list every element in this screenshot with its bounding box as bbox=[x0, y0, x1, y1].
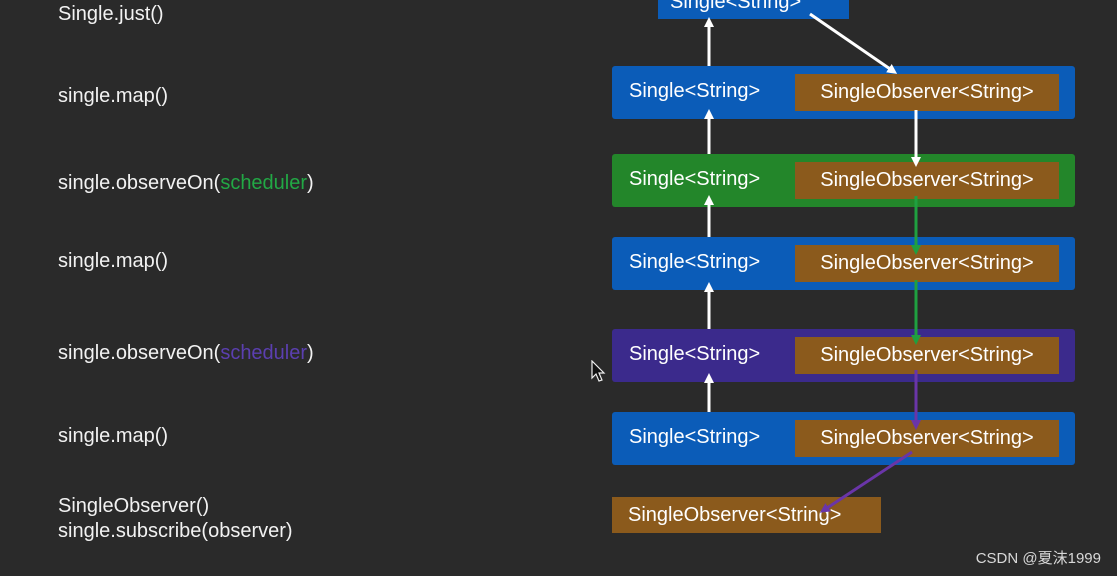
observer-box: SingleObserver<String> bbox=[795, 420, 1059, 457]
row-map-3: Single<String> SingleObserver<String> bbox=[612, 412, 1075, 465]
final-observer-box: SingleObserver<String> bbox=[612, 497, 881, 533]
single-label: Single<String> bbox=[629, 426, 761, 448]
top-single-box: Single<String> bbox=[658, 0, 849, 19]
single-label: Single<String> bbox=[629, 251, 761, 273]
observer-box: SingleObserver<String> bbox=[795, 74, 1059, 111]
row-map-2: Single<String> SingleObserver<String> bbox=[612, 237, 1075, 290]
scheduler-green: scheduler bbox=[220, 172, 308, 194]
code-single-map-2: single.map() bbox=[58, 250, 169, 272]
observer-box: SingleObserver<String> bbox=[795, 337, 1059, 374]
row-map-1: Single<String> SingleObserver<String> bbox=[612, 66, 1075, 119]
mouse-cursor-icon bbox=[591, 360, 606, 382]
code-prefix: single.observeOn( bbox=[58, 342, 221, 364]
code-single-observer: SingleObserver() bbox=[58, 495, 210, 517]
row-observe-on-green: Single<String> SingleObserver<String> bbox=[612, 154, 1075, 207]
code-observe-on-purple: single.observeOn(scheduler) bbox=[58, 341, 314, 365]
watermark: CSDN @夏沫1999 bbox=[975, 550, 1101, 567]
single-label: Single<String> bbox=[629, 80, 761, 102]
observer-box: SingleObserver<String> bbox=[795, 162, 1059, 199]
single-label: Single<String> bbox=[629, 168, 761, 190]
single-label: Single<String> bbox=[629, 343, 761, 365]
row-observe-on-purple: Single<String> SingleObserver<String> bbox=[612, 329, 1075, 382]
scheduler-purple: scheduler bbox=[220, 342, 308, 364]
code-suffix: ) bbox=[307, 172, 314, 194]
down-arrow-white bbox=[809, 12, 898, 74]
code-prefix: single.observeOn( bbox=[58, 172, 221, 194]
code-observe-on-green: single.observeOn(scheduler) bbox=[58, 171, 314, 195]
code-single-map-1: single.map() bbox=[58, 85, 169, 107]
observer-box: SingleObserver<String> bbox=[795, 245, 1059, 282]
code-single-just: Single.just() bbox=[58, 3, 164, 25]
code-suffix: ) bbox=[307, 342, 314, 364]
code-single-map-3: single.map() bbox=[58, 425, 169, 447]
code-subscribe: single.subscribe(observer) bbox=[58, 520, 293, 542]
